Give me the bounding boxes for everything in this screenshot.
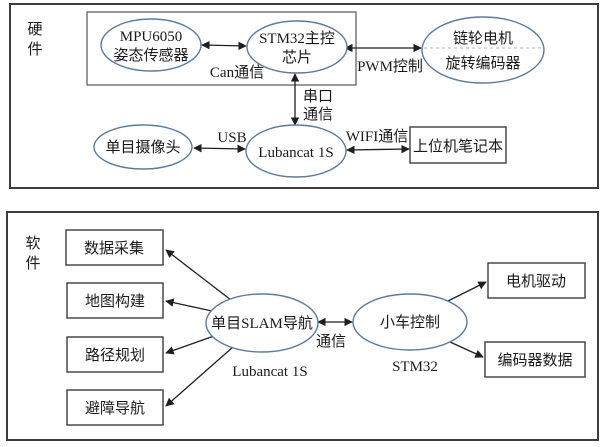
mpu6050-label-line2: 姿态传感器 xyxy=(113,47,188,64)
mpu6050-label-line1: MPU6050 xyxy=(120,29,183,45)
lubancat-label: Lubancat 1S xyxy=(258,145,333,161)
stm32-label-line2: 芯片 xyxy=(282,49,312,66)
slam-sub-label: Lubancat 1S xyxy=(232,364,307,380)
edge-wifi-line xyxy=(346,144,410,155)
hardware-section-label: 硬件 xyxy=(27,22,43,58)
node-mpu6050 xyxy=(100,18,202,72)
car-control-label: 小车控制 xyxy=(380,314,440,331)
can-edge-label: Can通信 xyxy=(210,64,264,81)
pwm-edge-label: PWM控制 xyxy=(357,58,423,75)
node-sprocket-motor-encoder xyxy=(421,16,545,84)
software-section-box xyxy=(6,211,599,441)
node-motor-drive xyxy=(487,262,586,299)
hardware-section-box xyxy=(9,3,599,189)
edge-car-encoder xyxy=(449,341,484,358)
edge-slam-mapping xyxy=(165,298,213,312)
node-host-laptop xyxy=(409,126,507,164)
node-encoder-data xyxy=(484,341,586,378)
sprocket-label-line2: 旋转编码器 xyxy=(445,55,520,72)
node-mono-camera xyxy=(93,124,193,170)
node-obstacle-avoidance xyxy=(66,389,164,426)
stm32-label-line1: STM32主控 xyxy=(259,30,335,47)
edge-slam-obstacle xyxy=(165,346,234,407)
software-section-label: 软件 xyxy=(25,236,41,272)
edge-usb-line xyxy=(193,143,246,154)
data-collection-label: 数据采集 xyxy=(84,240,144,257)
node-stm32-chip xyxy=(246,20,348,74)
edge-slam-path-planning xyxy=(165,335,215,355)
camera-label: 单目摄像头 xyxy=(105,139,180,156)
edge-can-line xyxy=(201,40,247,51)
path-planning-label: 路径规划 xyxy=(85,347,145,364)
node-lubancat xyxy=(245,124,347,178)
node-car-control xyxy=(352,293,468,351)
usb-edge-label: USB xyxy=(217,130,246,146)
car-sub-label: STM32 xyxy=(392,359,438,375)
node-data-collection xyxy=(65,229,164,266)
comm-edge-label: 通信 xyxy=(316,333,346,350)
sprocket-label-line1: 链轮电机 xyxy=(453,30,513,47)
laptop-label: 上位机笔记本 xyxy=(413,138,503,155)
edge-slam-data-collection xyxy=(165,249,232,301)
encoder-data-label: 编码器数据 xyxy=(497,352,572,369)
motor-drive-label: 电机驱动 xyxy=(506,273,566,290)
edge-car-motor xyxy=(447,281,487,302)
mapping-label: 地图构建 xyxy=(85,293,145,310)
wifi-edge-label: WIFI通信 xyxy=(346,128,409,145)
obstacle-avoidance-label: 避障导航 xyxy=(85,399,145,417)
slam-nav-label: 单目SLAM导航 xyxy=(211,315,313,332)
serial-edge-label: 串口通信 xyxy=(303,89,334,123)
node-mapping xyxy=(66,282,164,319)
node-path-planning xyxy=(66,336,164,373)
node-slam-nav xyxy=(205,293,319,353)
